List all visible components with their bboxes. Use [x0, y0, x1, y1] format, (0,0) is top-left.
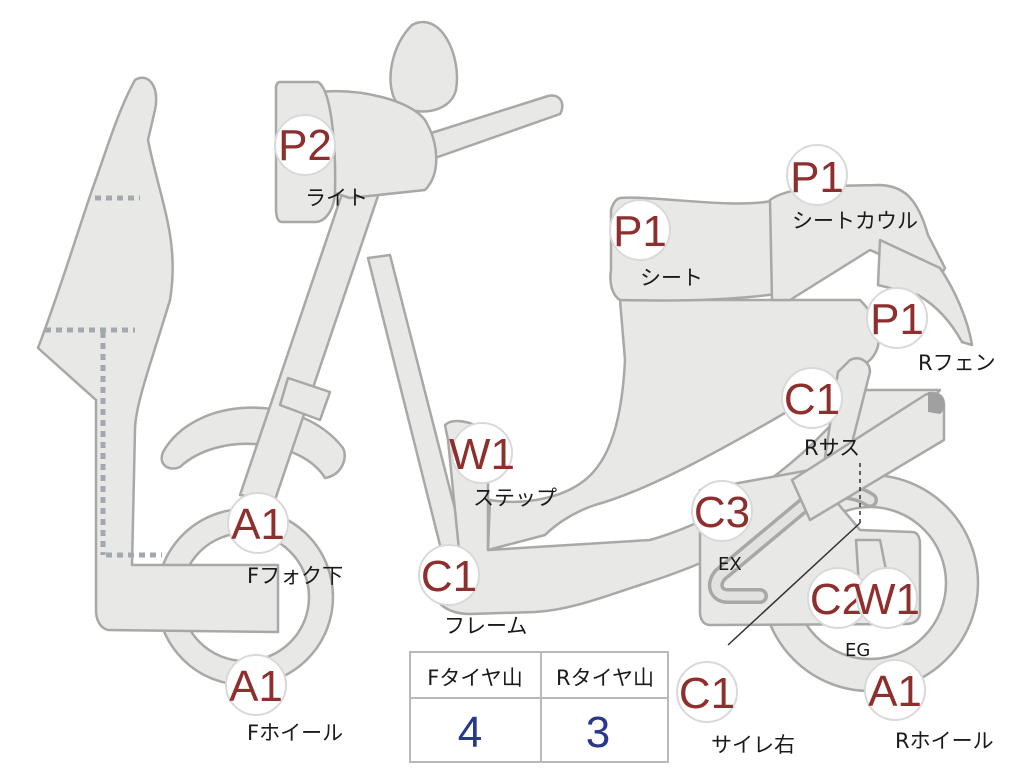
marker-front-wheel-code: A1 [229, 662, 283, 711]
marker-rear-fender: P1 Rフェン [866, 287, 996, 375]
marker-seat-code: P1 [613, 207, 667, 256]
handlebar-shape [423, 94, 564, 160]
marker-engine-w: W1 EG [845, 567, 920, 661]
marker-light: P2 ライト [274, 114, 368, 210]
marker-muffler-right-code: C1 [679, 669, 735, 718]
marker-muffler-right-label: サイレ右 [711, 733, 795, 757]
fork-collar [278, 376, 332, 422]
marker-rear-wheel-label: Rホイール [895, 729, 994, 753]
marker-seat: P1 シート [609, 199, 703, 290]
marker-frame: C1 フレーム [418, 544, 527, 638]
marker-rear-fender-label: Rフェン [918, 351, 996, 375]
marker-engine-w-code: W1 [854, 575, 920, 624]
marker-seat-label: シート [640, 266, 703, 290]
marker-seat-cowl-label: シートカウル [792, 209, 918, 233]
leg-shield-shape [36, 76, 280, 634]
marker-rear-wheel: A1 Rホイール [864, 659, 994, 753]
tread-table: Fタイヤ山 Rタイヤ山 4 3 [409, 651, 669, 763]
marker-fork-lower: A1 Fフォク下 [227, 492, 343, 588]
marker-front-wheel-label: Fホイール [247, 721, 343, 745]
marker-exhaust: C3 EX [691, 480, 753, 575]
marker-exhaust-label: EX [718, 554, 742, 575]
mirror-shape [389, 21, 459, 113]
marker-fork-lower-label: Fフォク下 [247, 564, 343, 588]
marker-exhaust-code: C3 [694, 488, 750, 537]
marker-light-label: ライト [305, 186, 368, 210]
down-tube-shape [366, 253, 470, 567]
marker-muffler-right: C1 サイレ右 [676, 661, 795, 757]
marker-front-wheel: A1 Fホイール [225, 654, 343, 745]
marker-fork-lower-code: A1 [231, 500, 285, 549]
marker-step-code: W1 [449, 430, 515, 479]
marker-rear-susp-code: C1 [784, 375, 840, 424]
rear-tread-value: 3 [586, 708, 610, 757]
marker-frame-label: フレーム [444, 614, 527, 638]
headlight-housing-shape [316, 90, 438, 200]
silencer-leader-line [727, 522, 861, 646]
marker-seat-cowl-code: P1 [790, 153, 844, 202]
marker-frame-code: C1 [421, 552, 477, 601]
marker-rear-fender-code: P1 [870, 295, 924, 344]
marker-light-code: P2 [278, 121, 332, 170]
front-tread-header: Fタイヤ山 [427, 666, 522, 690]
marker-rear-susp: C1 Rサス [781, 367, 860, 460]
marker-rear-susp-label: Rサス [804, 436, 860, 460]
marker-seat-cowl: P1 シートカウル [786, 144, 918, 233]
marker-step: W1 ステップ [449, 422, 557, 510]
rear-fender-shape [876, 238, 974, 347]
leg-shield-trim [45, 195, 162, 558]
marker-step-label: ステップ [473, 486, 557, 510]
front-tread-value: 4 [458, 708, 482, 757]
rear-tread-header: Rタイヤ山 [556, 666, 654, 690]
rear-shock-top [928, 392, 945, 414]
marker-engine-w-label: EG [845, 640, 870, 661]
marker-rear-wheel-code: A1 [868, 667, 922, 716]
